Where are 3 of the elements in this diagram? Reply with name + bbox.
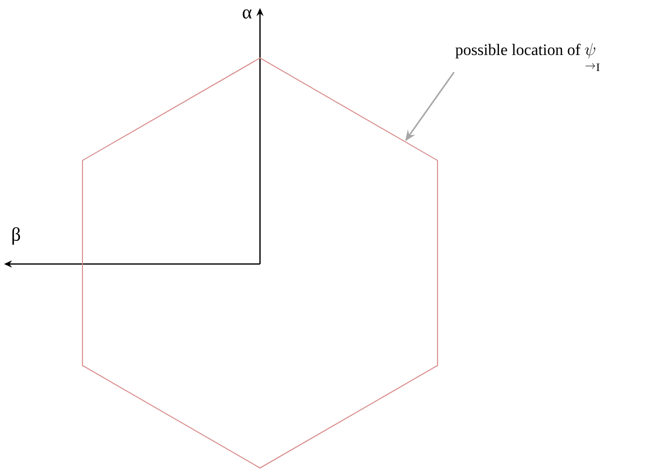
axis-label: β bbox=[12, 227, 20, 245]
callout-text: possible location of $\underset{\rightarrow}{\psi}_{\mathrm{I}}$ bbox=[455, 43, 600, 71]
axis-label: α bbox=[242, 9, 252, 19]
